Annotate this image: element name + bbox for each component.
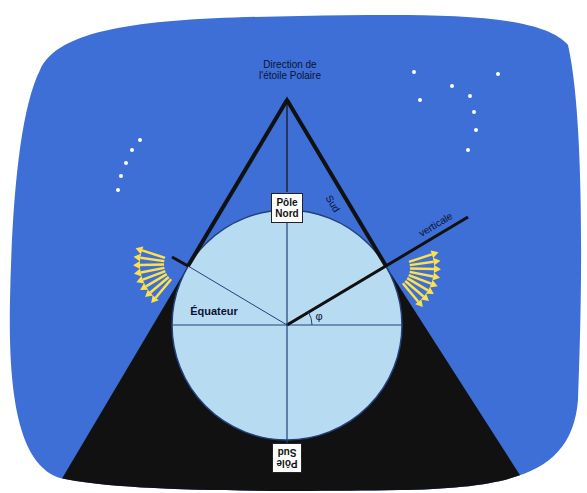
vertical-line	[287, 217, 468, 325]
pole-label-box: Pôle Sud	[272, 443, 302, 473]
direction-label: Direction de l'étoile Polaire	[257, 59, 323, 81]
light-arrow	[410, 267, 434, 270]
star	[130, 148, 134, 152]
star	[412, 70, 416, 74]
light-arrowhead	[426, 287, 434, 294]
star	[138, 138, 142, 142]
latitude-symbol: φ	[315, 310, 322, 322]
star	[468, 94, 472, 98]
light-arrowhead	[431, 251, 439, 259]
star	[450, 84, 454, 88]
light-arrow	[140, 263, 164, 266]
star	[472, 110, 476, 114]
light-arrowhead	[134, 269, 142, 277]
vertical-line-inner	[287, 266, 386, 325]
pole-label-box: Pôle Nord	[271, 193, 303, 223]
tick-left	[172, 257, 188, 266]
horizon-line-left	[188, 100, 287, 266]
light-arrowhead	[433, 258, 441, 266]
light-arrowhead	[151, 295, 159, 303]
light-arrowhead	[430, 280, 438, 287]
light-arrowhead	[432, 273, 440, 281]
light-arrow	[140, 258, 164, 261]
latitude-arc	[309, 312, 313, 325]
light-arrow	[142, 250, 165, 257]
stars	[116, 70, 500, 192]
star	[466, 148, 470, 152]
axis-top	[286, 100, 287, 192]
pole-name: Pôle Sud	[276, 447, 297, 469]
light-arrow	[403, 283, 418, 301]
light-arrowhead	[421, 293, 429, 301]
star	[124, 161, 128, 165]
light-arrowhead	[136, 276, 144, 283]
equator-label: Équateur	[190, 305, 238, 317]
light-arrowhead	[415, 299, 423, 307]
light-arrow	[156, 279, 171, 297]
light-arrowhead	[145, 289, 153, 297]
sky-blob	[10, 15, 581, 491]
light-arrowhead	[133, 261, 140, 269]
horizon-line-right	[287, 100, 386, 266]
radius-left	[188, 266, 287, 325]
star	[119, 174, 123, 178]
star	[418, 98, 422, 102]
pole-name: Pôle Nord	[275, 197, 298, 219]
earth-axis	[286, 223, 287, 443]
light-arrowhead	[135, 247, 143, 255]
light-arrow	[410, 262, 434, 265]
light-arrowhead	[134, 254, 142, 262]
star	[496, 72, 500, 76]
light-arrow	[409, 254, 432, 261]
light-arrowhead	[434, 265, 441, 273]
star	[116, 188, 120, 192]
star	[474, 128, 478, 132]
light-arrowhead	[140, 283, 148, 290]
